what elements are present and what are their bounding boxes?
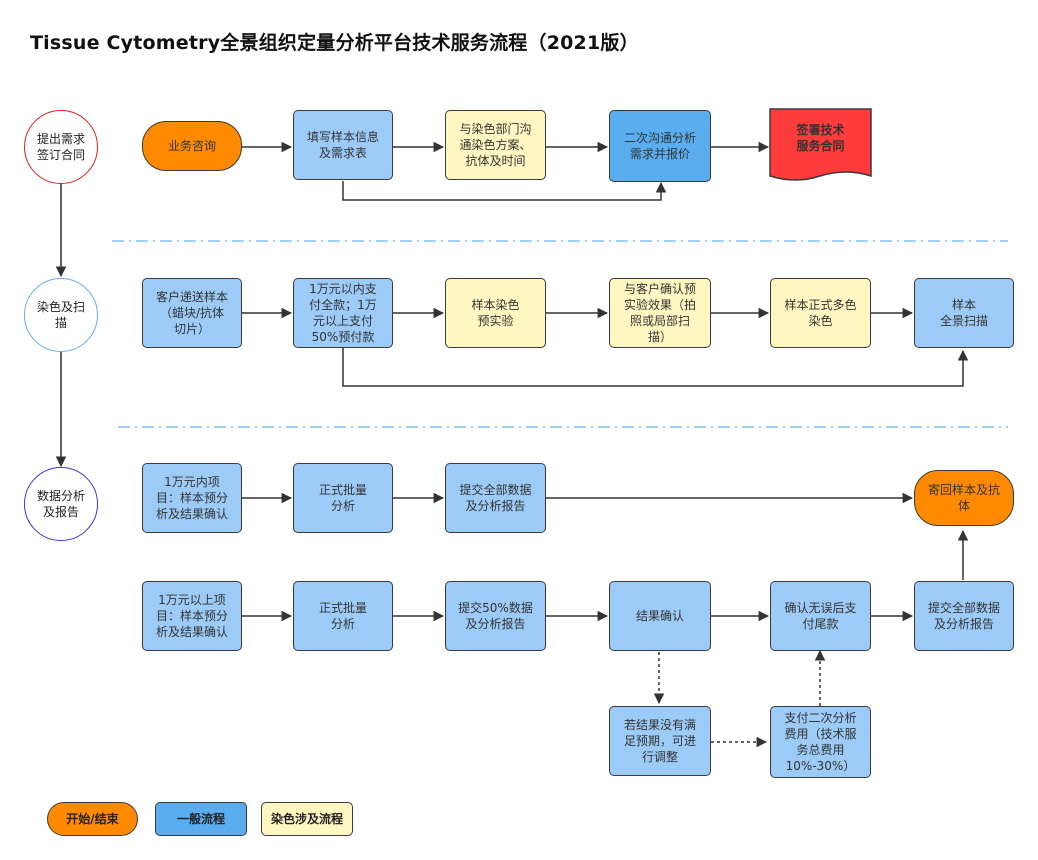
node-pay-second-analysis: 支付二次分析 费用（技术服 务总费用 10%-30%） [770,706,871,778]
legend-start-end: 开始/结束 [47,802,138,836]
node-pay-balance: 确认无误后支 付尾款 [770,581,871,651]
node-submit-all-data-1: 提交全部数据 及分析报告 [445,463,546,533]
node-staining-pre-experiment: 样本染色 预实验 [445,278,546,348]
node-customer-send-sample: 客户递送样本 （蜡块/抗体 切片） [142,278,242,348]
node-batch-analysis-1: 正式批量 分析 [293,463,393,533]
node-sign-contract: 签署技术 服务合同 [796,123,845,153]
node-confirm-pre-experiment: 与客户确认预 实验效果（拍 照或局部扫 描） [609,278,711,348]
node-batch-analysis-2: 正式批量 分析 [293,581,393,651]
node-staining-dept-communication: 与染色部门沟 通染色方案、 抗体及时间 [445,110,546,180]
page-title: Tissue Cytometry全景组织定量分析平台技术服务流程（2021版） [30,32,639,54]
node-over-10k-pre-analysis: 1万元以上项 目：样本预分 析及结果确认 [142,581,242,651]
legend-general-flow: 一般流程 [155,802,247,836]
node-payment: 1万元以内支 付全款；1万 元以上支付 50%预付款 [293,278,393,348]
node-fill-sample-info: 填写样本信息 及需求表 [293,110,393,180]
node-submit-50-data: 提交50%数据 及分析报告 [445,581,546,651]
node-second-communication-quote: 二次沟通分析 需求并报价 [609,110,711,182]
node-submit-all-data-2: 提交全部数据 及分析报告 [914,581,1014,651]
node-result-confirm: 结果确认 [609,581,711,651]
contract-document-shape [769,108,872,181]
phase-requirement-contract: 提出需求 签订合同 [24,110,98,184]
node-return-samples: 寄回样本及抗 体 [914,470,1014,526]
node-formal-multicolor-staining: 样本正式多色 染色 [770,278,871,348]
node-under-10k-pre-analysis: 1万元内项 目：样本预分 析及结果确认 [142,463,242,533]
node-business-consult: 业务咨询 [142,121,242,171]
phase-staining-scanning: 染色及扫 描 [24,278,98,352]
legend-staining-flow: 染色涉及流程 [261,802,353,836]
node-adjust-if-unsatisfied: 若结果没有满 足预期，可进 行调整 [609,706,711,776]
node-panoramic-scan: 样本 全景扫描 [914,278,1014,348]
phase-analysis-report: 数据分析 及报告 [24,467,98,541]
